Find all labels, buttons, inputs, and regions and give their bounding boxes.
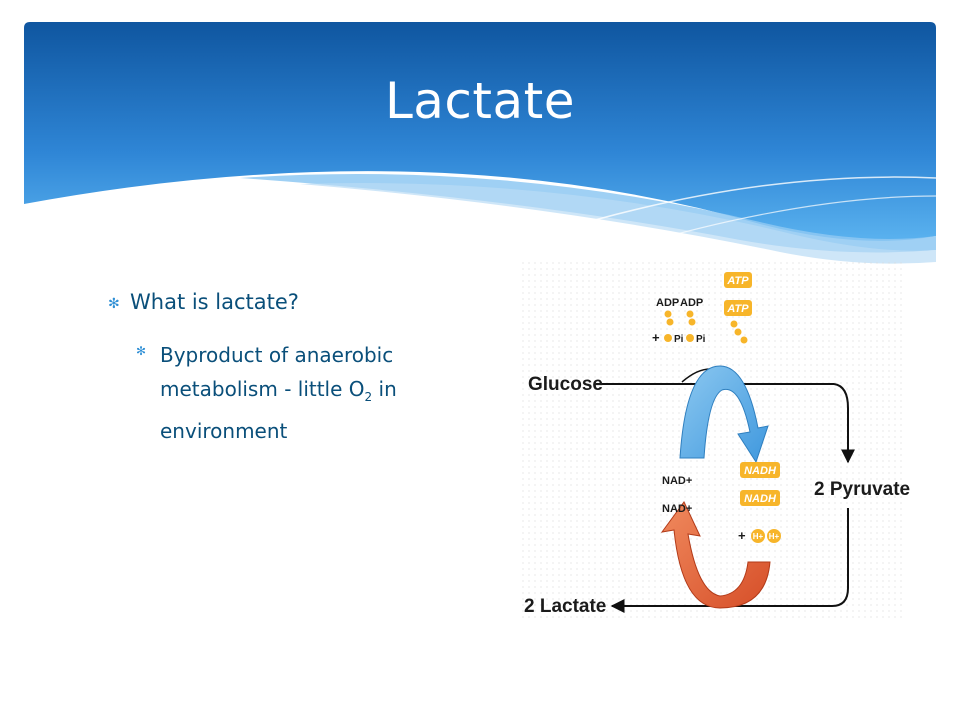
blue-curved-arrow bbox=[679, 365, 769, 464]
sub-bullet-text-after: in environment bbox=[160, 377, 397, 443]
lactate-label: 2 Lactate bbox=[524, 596, 606, 617]
atp-label: ATP bbox=[726, 303, 749, 315]
atp-label: ATP bbox=[726, 275, 749, 287]
to-lactate-arrow bbox=[610, 508, 849, 613]
plus-sign: + bbox=[738, 528, 746, 543]
asterisk-bullet-icon: ✻ bbox=[108, 296, 120, 312]
adp-label: ADP bbox=[680, 297, 703, 309]
phosphate-dot-icon bbox=[740, 336, 748, 344]
nadh-badge bbox=[740, 490, 780, 506]
pyruvate-label: 2 Pyruvate bbox=[814, 479, 910, 500]
phosphate-dot-icon bbox=[664, 334, 672, 342]
slide-title: Lactate bbox=[384, 72, 576, 130]
phosphate-dot-icon bbox=[686, 334, 694, 342]
nadh-label: NADH bbox=[744, 493, 777, 505]
h-label: H+ bbox=[769, 532, 780, 541]
pi-label: Pi bbox=[696, 334, 706, 345]
plus-sign: + bbox=[652, 330, 660, 345]
h-label: H+ bbox=[753, 532, 764, 541]
bullet-text: What is lactate? bbox=[130, 290, 299, 314]
glycolysis-lactate-diagram: Glucose 2 Pyruvate 2 Lactate ADP ADP + P… bbox=[522, 262, 910, 618]
sub-bullet-text-before: Byproduct of anaerobic metabolism - litt… bbox=[160, 343, 394, 401]
nadh-badge bbox=[740, 462, 780, 478]
glucose-label: Glucose bbox=[528, 374, 603, 395]
nadh-label: NADH bbox=[744, 465, 777, 477]
phosphate-dot-icon bbox=[664, 310, 672, 318]
header-wave-band bbox=[24, 22, 937, 264]
phosphate-dot-icon bbox=[734, 328, 742, 336]
sub-bullet-text: Byproduct of anaerobic metabolism - litt… bbox=[160, 338, 470, 448]
atp-badge bbox=[724, 272, 752, 288]
phosphate-dot-icon bbox=[686, 310, 694, 318]
phosphate-dot-icon bbox=[730, 320, 738, 328]
nad-label: NAD+ bbox=[662, 475, 692, 487]
proton-badge bbox=[767, 529, 781, 543]
proton-badge bbox=[751, 529, 765, 543]
red-curved-arrow bbox=[660, 501, 771, 609]
nad-label: NAD+ bbox=[662, 503, 692, 515]
phosphate-dot-icon bbox=[688, 318, 696, 326]
phosphate-dot-icon bbox=[666, 318, 674, 326]
to-pyruvate-arrow bbox=[833, 383, 855, 464]
asterisk-bullet-icon: ✻ bbox=[136, 344, 147, 358]
pi-label: Pi bbox=[674, 334, 684, 345]
sub-bullet-subscript: 2 bbox=[364, 390, 373, 404]
atp-badge bbox=[724, 300, 752, 316]
diagram-dotted-background bbox=[522, 262, 902, 618]
adp-label: ADP bbox=[656, 297, 679, 309]
